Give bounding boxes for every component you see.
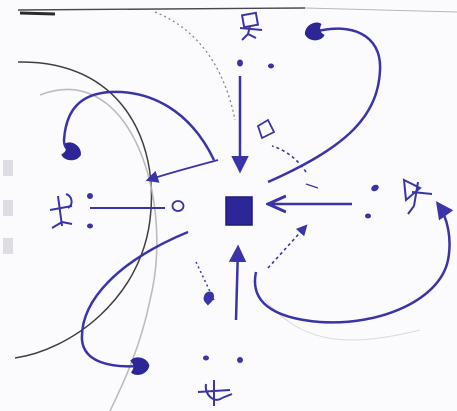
center-node-square <box>226 197 252 225</box>
small-circle-left <box>173 201 184 211</box>
dashed-arrow-lower-right <box>268 226 306 268</box>
dots-top <box>237 60 274 69</box>
frame-top-left-mark <box>20 13 55 14</box>
dots-right <box>365 183 380 218</box>
dots-bottom <box>203 356 243 364</box>
frame-top-right-line <box>305 8 457 12</box>
pencil-arc-left <box>15 62 151 358</box>
margin-mark <box>3 200 13 216</box>
dashed-arrow-upper-left <box>148 160 218 180</box>
pencil-arc-top <box>155 12 235 120</box>
dots-left <box>87 193 93 229</box>
margin-mark <box>3 238 13 254</box>
pencil-arc-bottom-right <box>265 300 420 340</box>
small-heart-glyph <box>204 292 214 307</box>
dashed-arrow-upper-right <box>272 146 306 172</box>
stick-figure-top <box>240 13 262 40</box>
margin-mark <box>3 160 13 176</box>
curve-bottom-right-loop <box>255 204 450 322</box>
stick-figure-right <box>404 180 432 214</box>
frame-top-line <box>18 8 305 10</box>
stick-figure-left <box>50 194 72 228</box>
stick-figure-bottom <box>198 380 232 406</box>
curve-bottom-left-loop <box>82 232 188 366</box>
pencil-arc-outer <box>40 90 157 411</box>
dash-mark-right <box>306 184 318 188</box>
curve-top-right-loop <box>268 29 380 182</box>
small-kite-glyph <box>258 120 274 138</box>
arrow-bottom-to-center <box>236 248 238 320</box>
